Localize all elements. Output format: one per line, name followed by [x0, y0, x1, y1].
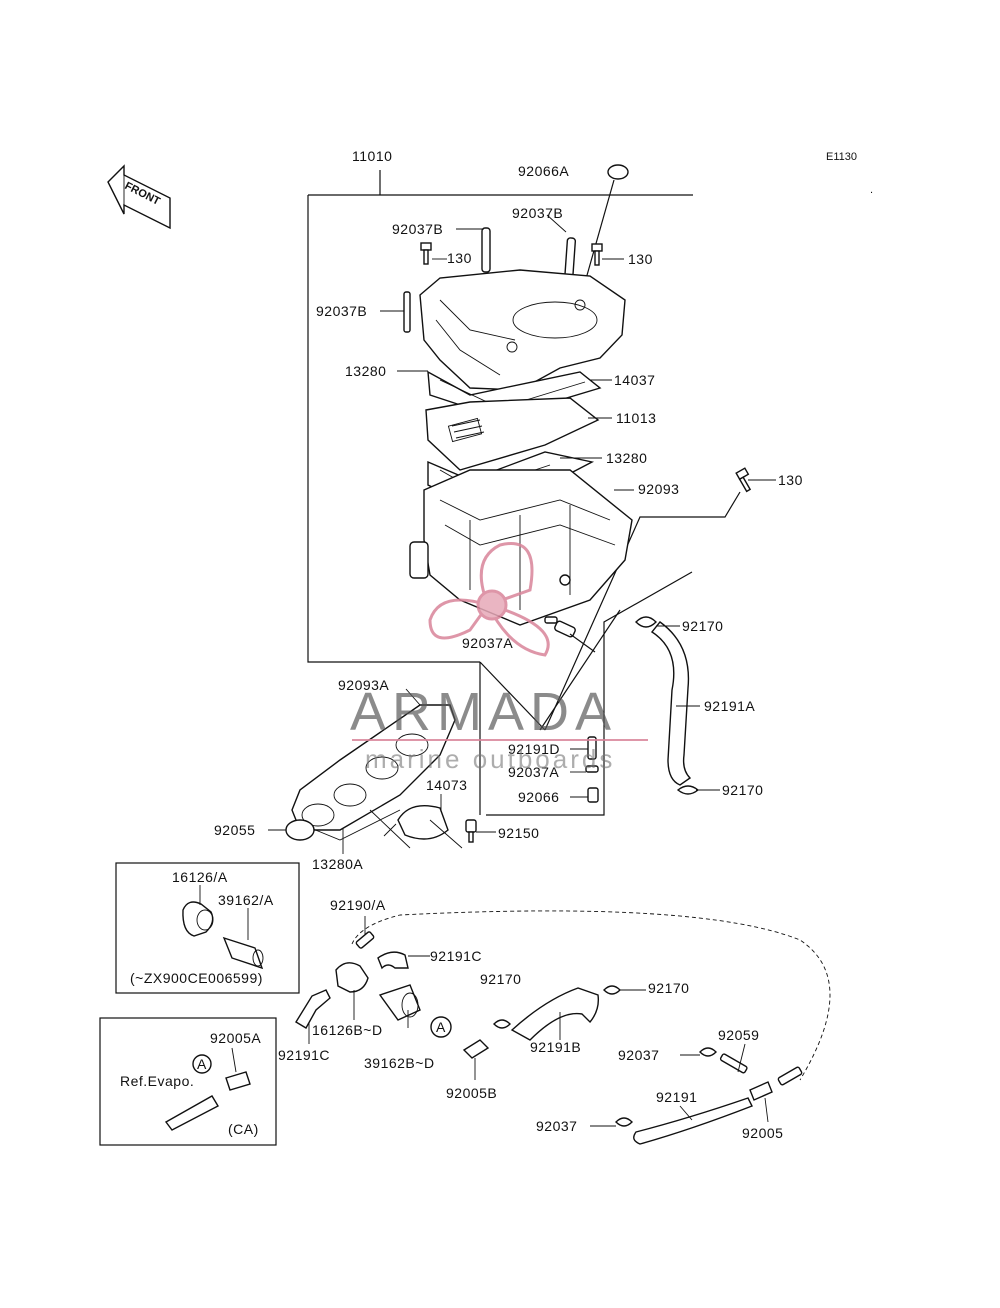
label-92170-b: 92170	[722, 782, 763, 798]
label-92170-c: 92170	[480, 971, 521, 987]
fittings-small-icon	[585, 736, 599, 803]
clip-92037A-icon	[544, 616, 596, 653]
label-16126BD: 16126B~D	[312, 1022, 383, 1038]
label-92055: 92055	[214, 822, 255, 838]
label-14037: 14037	[614, 372, 655, 388]
circle-A-label-1: A	[436, 1019, 446, 1035]
label-92037B-left: 92037B	[316, 303, 367, 319]
filter-element-11013-icon	[425, 397, 600, 471]
breather-hose-group-icon	[295, 910, 831, 1145]
label-13280A: 13280A	[312, 856, 363, 872]
label-13280-a: 13280	[345, 363, 386, 379]
air-box-lower-92093-icon	[409, 469, 633, 626]
label-130-a: 130	[447, 250, 472, 266]
label-92191C-a: 92191C	[430, 948, 482, 964]
label-92170-a: 92170	[682, 618, 723, 634]
bolt-130-icon	[420, 242, 752, 493]
label-11010: 11010	[352, 148, 392, 164]
air-box-cover-icon	[419, 269, 626, 391]
label-92037-b: 92037	[536, 1118, 577, 1134]
front-arrow-icon: FRONT	[107, 164, 171, 230]
assembly-bracket-11010	[307, 170, 741, 816]
label-92037A-a: 92037A	[462, 635, 513, 651]
label-130-c: 130	[778, 472, 803, 488]
label-92037B-top: 92037B	[392, 221, 443, 237]
label-92066: 92066	[518, 789, 559, 805]
label-92037B-right: 92037B	[512, 205, 563, 221]
label-92170-d: 92170	[648, 980, 689, 996]
hose-92037B-icon	[403, 227, 577, 333]
label-92059: 92059	[718, 1027, 759, 1043]
inset-2-ref-label: Ref.Evapo.	[120, 1073, 194, 1089]
label-39162BD: 39162B~D	[364, 1055, 435, 1071]
inset-2-note: (CA)	[228, 1121, 259, 1137]
holder-14073-icon	[383, 805, 449, 840]
label-92191C-b: 92191C	[278, 1047, 330, 1063]
label-92037-a: 92037	[618, 1047, 659, 1063]
label-92191: 92191	[656, 1089, 697, 1105]
leader-lines	[268, 214, 776, 1127]
watermark-logo: ARMADA marine outboards	[350, 542, 648, 774]
label-92191D: 92191D	[508, 741, 560, 757]
label-92150: 92150	[498, 825, 539, 841]
inset-box-1	[115, 862, 300, 994]
inset-1-note: (~ZX900CE006599)	[130, 970, 263, 986]
oring-92055-icon	[285, 819, 315, 841]
label-92191B: 92191B	[530, 1039, 581, 1055]
label-92093A: 92093A	[338, 677, 389, 693]
svg-text:.: .	[870, 184, 873, 196]
inset-labels: 16126/A 39162/A (~ZX900CE006599) 92005A …	[120, 869, 274, 1137]
label-92190A: 92190/A	[330, 897, 386, 913]
circle-A-label-2: A	[197, 1056, 207, 1072]
inset-box-2	[99, 1017, 277, 1146]
label-92005: 92005	[742, 1125, 783, 1141]
label-92005B: 92005B	[446, 1085, 497, 1101]
label-92191A: 92191A	[704, 698, 755, 714]
watermark-brand: ARMADA	[350, 682, 617, 742]
label-92066A: 92066A	[518, 163, 569, 179]
hose-92191A-icon	[650, 621, 692, 786]
label-13280-b: 13280	[606, 450, 647, 466]
part-labels: 11010 92066A 92037B 92037B 130 130 92037…	[197, 148, 803, 1141]
inset-2-label-92005A: 92005A	[210, 1030, 261, 1046]
label-92037A-b: 92037A	[508, 764, 559, 780]
label-11013: 11013	[616, 410, 656, 426]
watermark-propeller-icon	[428, 542, 550, 657]
inset-1-label-39162A: 39162/A	[218, 892, 274, 908]
label-92093: 92093	[638, 481, 679, 497]
label-130-b: 130	[628, 251, 653, 267]
label-14073: 14073	[426, 777, 467, 793]
bolt-92150-icon	[465, 819, 477, 843]
diagram-code: E1130	[826, 151, 857, 163]
watermark-tagline: marine outboards	[365, 744, 615, 774]
inset-1-label-16126A: 16126/A	[172, 869, 228, 885]
